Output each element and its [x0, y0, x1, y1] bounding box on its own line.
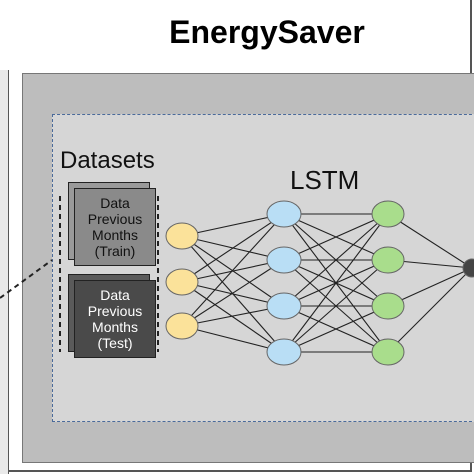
edge-input-hidden1	[181, 325, 285, 353]
input-node	[165, 222, 199, 250]
input-node	[165, 268, 199, 296]
hidden2-node	[371, 338, 405, 366]
input-node	[165, 312, 199, 340]
dataset-test-folder: Data Previous Months (Test)	[68, 274, 156, 358]
diagram-title: EnergySaver	[169, 14, 365, 50]
edge-input-hidden1	[181, 259, 285, 327]
dataset-test-label: Data Previous Months (Test)	[74, 280, 156, 358]
edge-hidden1-hidden2	[283, 305, 389, 353]
datasets-label: Datasets	[60, 147, 155, 174]
hidden2-node	[371, 292, 405, 320]
hidden1-node	[266, 200, 302, 228]
edge-input-hidden1	[181, 281, 285, 307]
edge-hidden1-hidden2	[283, 213, 389, 353]
edge-hidden1-hidden2	[283, 213, 389, 307]
edge-input-hidden1	[181, 213, 285, 237]
edge-input-hidden1	[181, 281, 285, 353]
inner-panel	[52, 114, 474, 422]
edge-input-hidden1	[181, 213, 285, 327]
lstm-label: LSTM	[290, 165, 360, 195]
edge-hidden1-hidden2	[283, 213, 389, 261]
edge-input-hidden1	[181, 259, 285, 283]
output-node	[462, 258, 474, 278]
edge-hidden1-hidden2	[283, 259, 389, 353]
edge-input-hidden1	[181, 213, 285, 283]
hidden1-node	[266, 292, 302, 320]
dataset-train-folder: Data Previous Months (Train)	[68, 182, 156, 266]
hidden2-node	[371, 200, 405, 228]
hidden1-node	[266, 246, 302, 274]
dataset-train-label: Data Previous Months (Train)	[74, 188, 156, 266]
hidden1-node	[266, 338, 302, 366]
connector-lines	[0, 196, 159, 352]
edge-hidden2-output	[387, 267, 473, 353]
hidden2-node	[371, 246, 405, 274]
left-panel-edge	[0, 70, 9, 474]
dashed-connector	[0, 259, 53, 299]
edge-hidden2-output	[387, 213, 473, 269]
